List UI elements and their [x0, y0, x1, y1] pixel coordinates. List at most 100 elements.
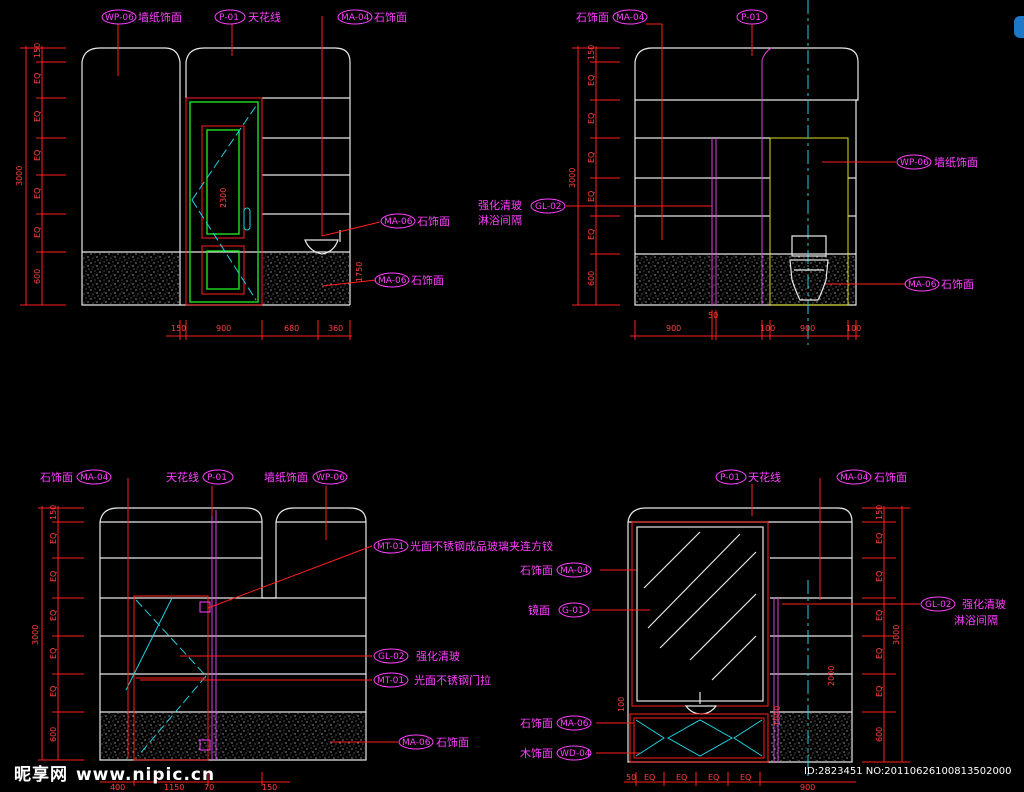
- dim-label: 600: [49, 727, 58, 742]
- elevation-panel-3: 150 EQ EQ EQ EQ EQ 600 3000 400 1150 70 …: [31, 469, 553, 792]
- tag-ma04: [337, 9, 373, 25]
- dim-label: 1150: [164, 783, 184, 792]
- tag-text: MA-04: [341, 13, 370, 23]
- dim-label: EQ: [740, 773, 751, 782]
- label-wallpaper: 墙纸饰面: [138, 10, 182, 24]
- label-ceiling-line: 天花线: [748, 470, 781, 484]
- tag-text: MA-06: [402, 738, 431, 748]
- dim-label: EQ: [676, 773, 687, 782]
- watermark-brand: 昵享网: [14, 765, 68, 785]
- label-tempered-glass: 强化清玻: [416, 649, 460, 663]
- tag-ma06: [904, 276, 940, 292]
- tag-text: MA-04: [80, 473, 109, 483]
- dim-label: 3000: [568, 168, 577, 188]
- dim-label: 2000: [827, 666, 836, 686]
- dim-label: 900: [666, 324, 681, 333]
- dim-label: EQ: [644, 773, 655, 782]
- dim-label: EQ: [875, 686, 884, 697]
- dim-label: EQ: [587, 152, 596, 163]
- image-id-line: ID:2823451 NO:20110626100813502000: [804, 766, 1012, 777]
- watermark-site: www.nipic.cn: [75, 765, 216, 785]
- tag-text: P-01: [219, 13, 239, 23]
- dim-label: 900: [800, 783, 815, 792]
- tag-text: MA-06: [908, 280, 937, 290]
- tag-gl02: [373, 648, 409, 664]
- label-wood: 木饰面: [520, 746, 553, 760]
- tag-ma04: [556, 562, 592, 578]
- tag-text: MA-06: [560, 719, 589, 729]
- label-wallpaper: 墙纸饰面: [934, 155, 978, 169]
- dim-label: EQ: [875, 610, 884, 621]
- tag-mt01: [373, 538, 409, 554]
- tag-text: GL-02: [535, 202, 562, 212]
- elevation-panel-1: 150 EQ EQ EQ EQ EQ 600 3000 2300 1750 15…: [15, 9, 450, 340]
- corner-badge: [1014, 16, 1024, 38]
- dim-label: 100: [760, 324, 775, 333]
- label-shower-partition: 淋浴间隔: [954, 614, 998, 627]
- label-stone: 石饰面: [417, 214, 450, 228]
- elevation-panel-4: 150 EQ EQ EQ EQ EQ 600 3000 2000 1000 10…: [520, 469, 1006, 792]
- label-stone: 石饰面: [874, 470, 907, 484]
- tag-wd04: [556, 745, 592, 761]
- dim-label: 150: [587, 45, 596, 60]
- dim-label: 150: [262, 783, 277, 792]
- dim-label: EQ: [33, 188, 42, 199]
- dim-label: EQ: [587, 75, 596, 86]
- dim-label: EQ: [49, 533, 58, 544]
- watermark: 昵享网 www.nipic.cn: [14, 760, 215, 785]
- label-stone: 石饰面: [520, 563, 553, 577]
- dim-label: EQ: [49, 648, 58, 659]
- label-stone: 石饰面: [40, 470, 73, 484]
- dim-label: EQ: [33, 150, 42, 161]
- tag-wp06: [896, 154, 932, 170]
- dim-label: 600: [875, 727, 884, 742]
- tag-text: WD-04: [560, 749, 591, 759]
- tag-ma04: [836, 469, 872, 485]
- tag-text: MA-06: [378, 276, 407, 286]
- dim-label: EQ: [587, 229, 596, 240]
- tag-p01: [715, 469, 747, 485]
- tag-wp06: [101, 9, 137, 25]
- dim-label: EQ: [875, 533, 884, 544]
- dim-label: 100: [617, 697, 626, 712]
- dim-ticks-left-1: [20, 47, 66, 306]
- label-tempered-glass: 强化清玻: [962, 597, 1006, 611]
- dim-label: EQ: [875, 571, 884, 582]
- dim-label: 3000: [15, 166, 24, 186]
- label-mirror: 镜面: [528, 603, 550, 617]
- tag-text: MT-01: [377, 542, 404, 552]
- dim-label: 900: [800, 324, 815, 333]
- label-tempered-glass: 强化清玻: [478, 198, 522, 212]
- label-stone: 石饰面: [374, 10, 407, 24]
- tag-text: MA-04: [616, 13, 645, 23]
- dim-label: 1750: [355, 262, 364, 282]
- dim-label: EQ: [33, 73, 42, 84]
- label-stone: 石饰面: [436, 735, 469, 749]
- tag-ma04: [612, 9, 648, 25]
- dim-label: EQ: [49, 686, 58, 697]
- label-stone: 石饰面: [411, 273, 444, 287]
- tag-text: GL-02: [925, 600, 952, 610]
- dim-label: 50: [708, 311, 718, 320]
- label-mt-hinge: 光面不锈钢成品玻璃夹连方铰: [410, 539, 553, 553]
- tag-text: WP-06: [105, 13, 134, 23]
- tag-text: MT-01: [377, 676, 404, 686]
- dim-label: EQ: [708, 773, 719, 782]
- dim-label: 150: [875, 505, 884, 520]
- dim-label: EQ: [49, 610, 58, 621]
- dim-label: EQ: [33, 227, 42, 238]
- label-mt-handle: 光面不锈钢门拉: [414, 673, 491, 687]
- tag-text: WP-06: [316, 473, 345, 483]
- tag-p01: [202, 469, 234, 485]
- label-wallpaper: 墙纸饰面: [264, 470, 308, 484]
- label-ceiling-line: 天花线: [166, 470, 199, 484]
- label-ceiling-line: 天花线: [248, 10, 281, 24]
- dim-label: 70: [204, 783, 214, 792]
- tag-gl02: [530, 198, 566, 214]
- elevation-panel-2: 150 EQ EQ EQ EQ EQ 600 3000 900 50 100 9…: [478, 0, 978, 345]
- dim-label: EQ: [33, 111, 42, 122]
- tag-ma06: [374, 272, 410, 288]
- tag-g01: [558, 602, 590, 618]
- label-shower-partition: 淋浴间隔: [478, 214, 522, 227]
